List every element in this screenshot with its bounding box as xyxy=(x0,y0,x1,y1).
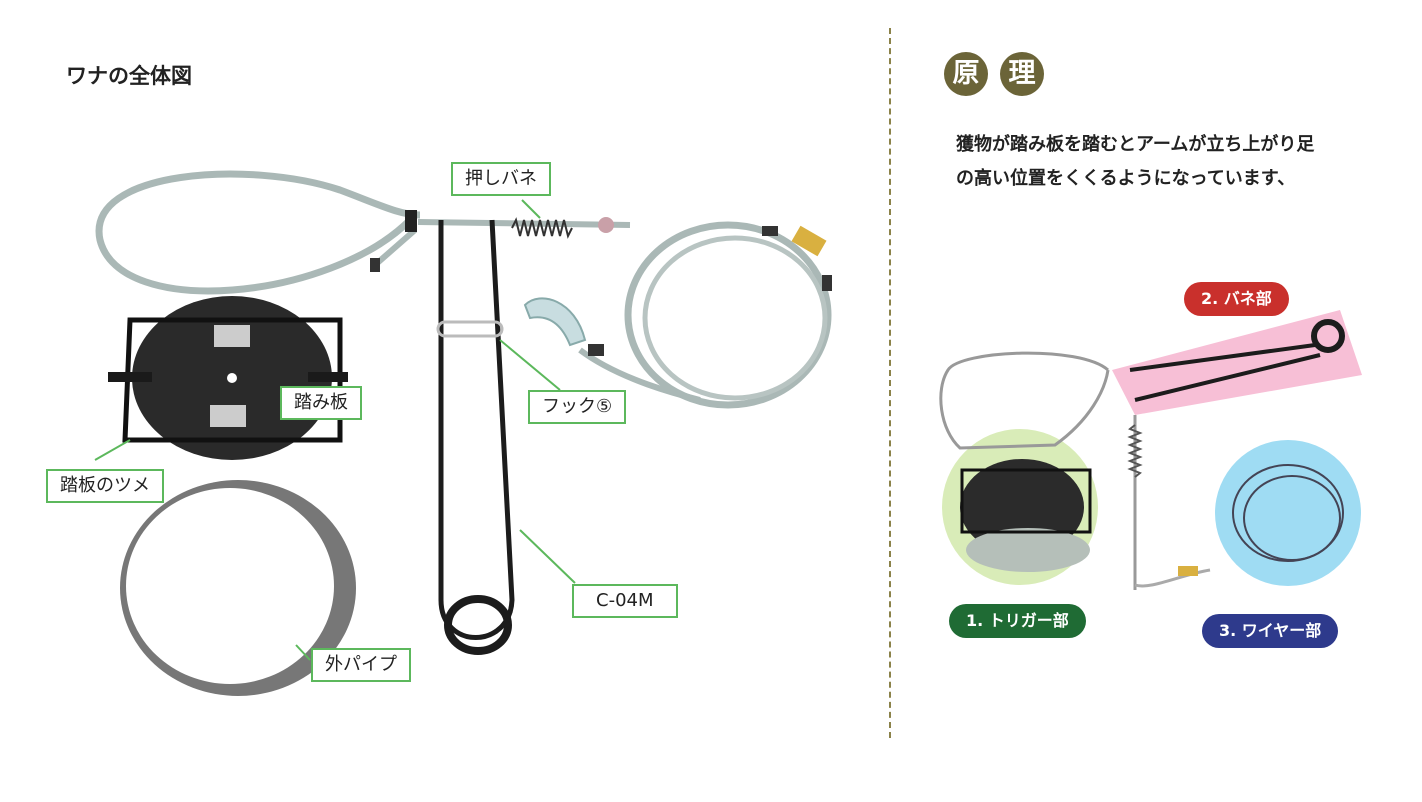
outer-pipe-inside xyxy=(126,488,334,684)
wire-lead xyxy=(1135,570,1210,586)
callout-push-spring: 押しバネ xyxy=(451,162,551,196)
treadle-bracket-top xyxy=(214,325,250,347)
spring-highlight xyxy=(1112,310,1362,415)
hook-clip xyxy=(438,322,502,336)
callout-model: C-04M xyxy=(572,584,678,618)
principle-badge-2: 理 xyxy=(1000,52,1044,96)
leader-treadle-claw xyxy=(95,440,130,460)
part-trigger-label: 1. トリガー部 xyxy=(949,604,1086,638)
wire-stop-4 xyxy=(588,344,604,356)
principle-description: 獲物が踏み板を踏むとアームが立ち上がり足の高い位置をくくるようになっています、 xyxy=(956,128,1316,196)
wire-stop-2 xyxy=(762,226,778,236)
brass-fitting xyxy=(1178,566,1198,576)
part-spring-label: 2. バネ部 xyxy=(1184,282,1289,316)
treadle-hole xyxy=(227,373,237,383)
spring-arm xyxy=(441,220,512,638)
treadle-tab-left xyxy=(108,372,152,382)
part-wire-label: 3. ワイヤー部 xyxy=(1202,614,1338,648)
leader-model xyxy=(520,530,575,583)
arm-coil xyxy=(448,599,508,651)
leader-push-spring xyxy=(522,200,540,218)
wire-stop-3 xyxy=(822,275,832,291)
wire-stop xyxy=(370,258,380,272)
callout-hook: フック⑤ xyxy=(528,390,626,424)
treadle-tab-right xyxy=(308,372,348,382)
callout-treadle-claw: 踏板のツメ xyxy=(46,469,164,503)
leader-hook xyxy=(500,340,560,390)
panel-divider xyxy=(889,28,891,738)
trap-illustration xyxy=(0,0,880,760)
principle-badge-1: 原 xyxy=(944,52,988,96)
trigger-pipe xyxy=(966,528,1090,572)
spring-washer xyxy=(598,217,614,233)
treadle-bracket-bottom xyxy=(210,405,246,427)
snare-wire-loop xyxy=(99,174,420,291)
wire-clamp xyxy=(405,210,417,232)
wire-coil-inner xyxy=(645,238,825,398)
shackle xyxy=(525,298,585,345)
callout-treadle: 踏み板 xyxy=(280,386,362,420)
callout-outer-pipe: 外パイプ xyxy=(311,648,411,682)
